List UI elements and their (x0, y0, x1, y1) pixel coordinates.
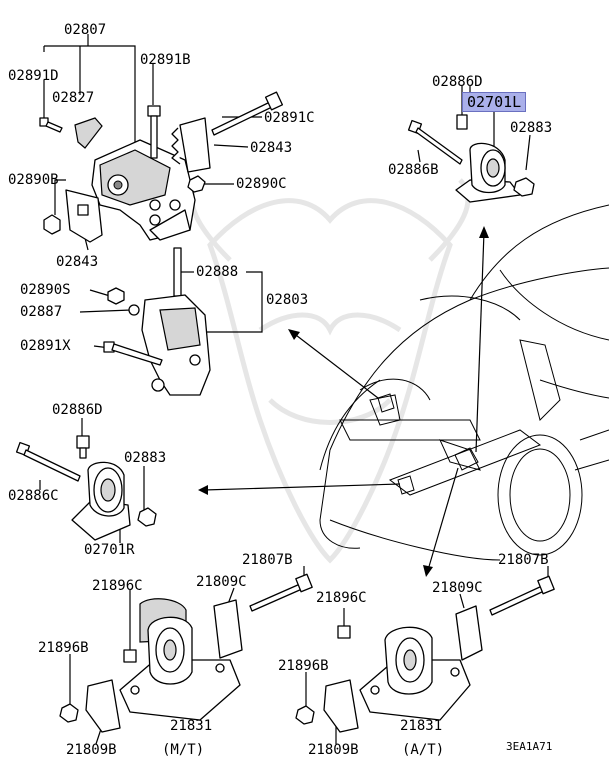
callout-02843-upper[interactable]: 02843 (250, 140, 293, 156)
part-02827 (74, 117, 103, 149)
mount-02701R (15, 435, 157, 541)
callout-02891C[interactable]: 02891C (264, 110, 315, 126)
callout-21807B-left[interactable]: 21807B (242, 552, 293, 568)
bracket-02803 (141, 294, 211, 396)
callout-21809B-right[interactable]: 21809B (308, 742, 359, 758)
stopper-02843-lower (65, 189, 103, 243)
callout-21896C-right[interactable]: 21896C (316, 590, 367, 606)
transmission-at-label: (A/T) (402, 742, 445, 758)
callout-21809B-left[interactable]: 21809B (66, 742, 117, 758)
callout-02887[interactable]: 02887 (20, 304, 63, 320)
mount-21831-mt (59, 573, 313, 733)
washer-02887 (128, 304, 140, 316)
callout-02886C[interactable]: 02886C (8, 488, 59, 504)
callout-02890S[interactable]: 02890S (20, 282, 71, 298)
callout-02886D-mid[interactable]: 02886D (52, 402, 103, 418)
nut-02890C (187, 175, 206, 193)
callout-02827[interactable]: 02827 (52, 90, 95, 106)
callout-02701R[interactable]: 02701R (84, 542, 135, 558)
callout-02886B[interactable]: 02886B (388, 162, 439, 178)
mount-02701L (407, 114, 535, 203)
callout-02886D-top[interactable]: 02886D (432, 74, 483, 90)
callout-02883-top[interactable]: 02883 (510, 120, 553, 136)
watermark-emblem (189, 178, 471, 564)
callout-21807B-right[interactable]: 21807B (498, 552, 549, 568)
callout-02843-lower[interactable]: 02843 (56, 254, 99, 270)
stopper-02843-upper (171, 117, 211, 173)
callout-21831-mt[interactable]: 21831 (170, 718, 213, 734)
bolt-02891C (211, 91, 284, 136)
stud-02888 (173, 247, 182, 297)
diagram-code: 3EA1A71 (506, 740, 553, 753)
bolt-02891X (103, 341, 163, 366)
arrows (198, 226, 489, 577)
callout-21831-at[interactable]: 21831 (400, 718, 443, 734)
callout-02701L-highlighted[interactable]: 02701L (462, 92, 527, 112)
callout-02890C[interactable]: 02890C (236, 176, 287, 192)
bolt-02891D (39, 117, 63, 133)
callout-21896C-left[interactable]: 21896C (92, 578, 143, 594)
bolt-02891B (147, 105, 161, 159)
callout-02807[interactable]: 02807 (64, 22, 107, 38)
mount-02807 (91, 139, 196, 241)
callout-02803[interactable]: 02803 (266, 292, 309, 308)
callout-02888[interactable]: 02888 (196, 264, 239, 280)
mount-21831-at (295, 575, 555, 733)
transmission-mt-label: (M/T) (162, 742, 205, 758)
callout-21809C-right[interactable]: 21809C (432, 580, 483, 596)
callout-02891D[interactable]: 02891D (8, 68, 59, 84)
nut-02890B (43, 214, 61, 235)
callout-02883-mid[interactable]: 02883 (124, 450, 167, 466)
callout-02891X[interactable]: 02891X (20, 338, 71, 354)
callout-21896B-left[interactable]: 21896B (38, 640, 89, 656)
nut-02890S (107, 287, 125, 305)
callout-02891B[interactable]: 02891B (140, 52, 191, 68)
callout-02890B[interactable]: 02890B (8, 172, 59, 188)
callout-21896B-right[interactable]: 21896B (278, 658, 329, 674)
vehicle-outline (319, 204, 609, 561)
callout-21809C-left[interactable]: 21809C (196, 574, 247, 590)
